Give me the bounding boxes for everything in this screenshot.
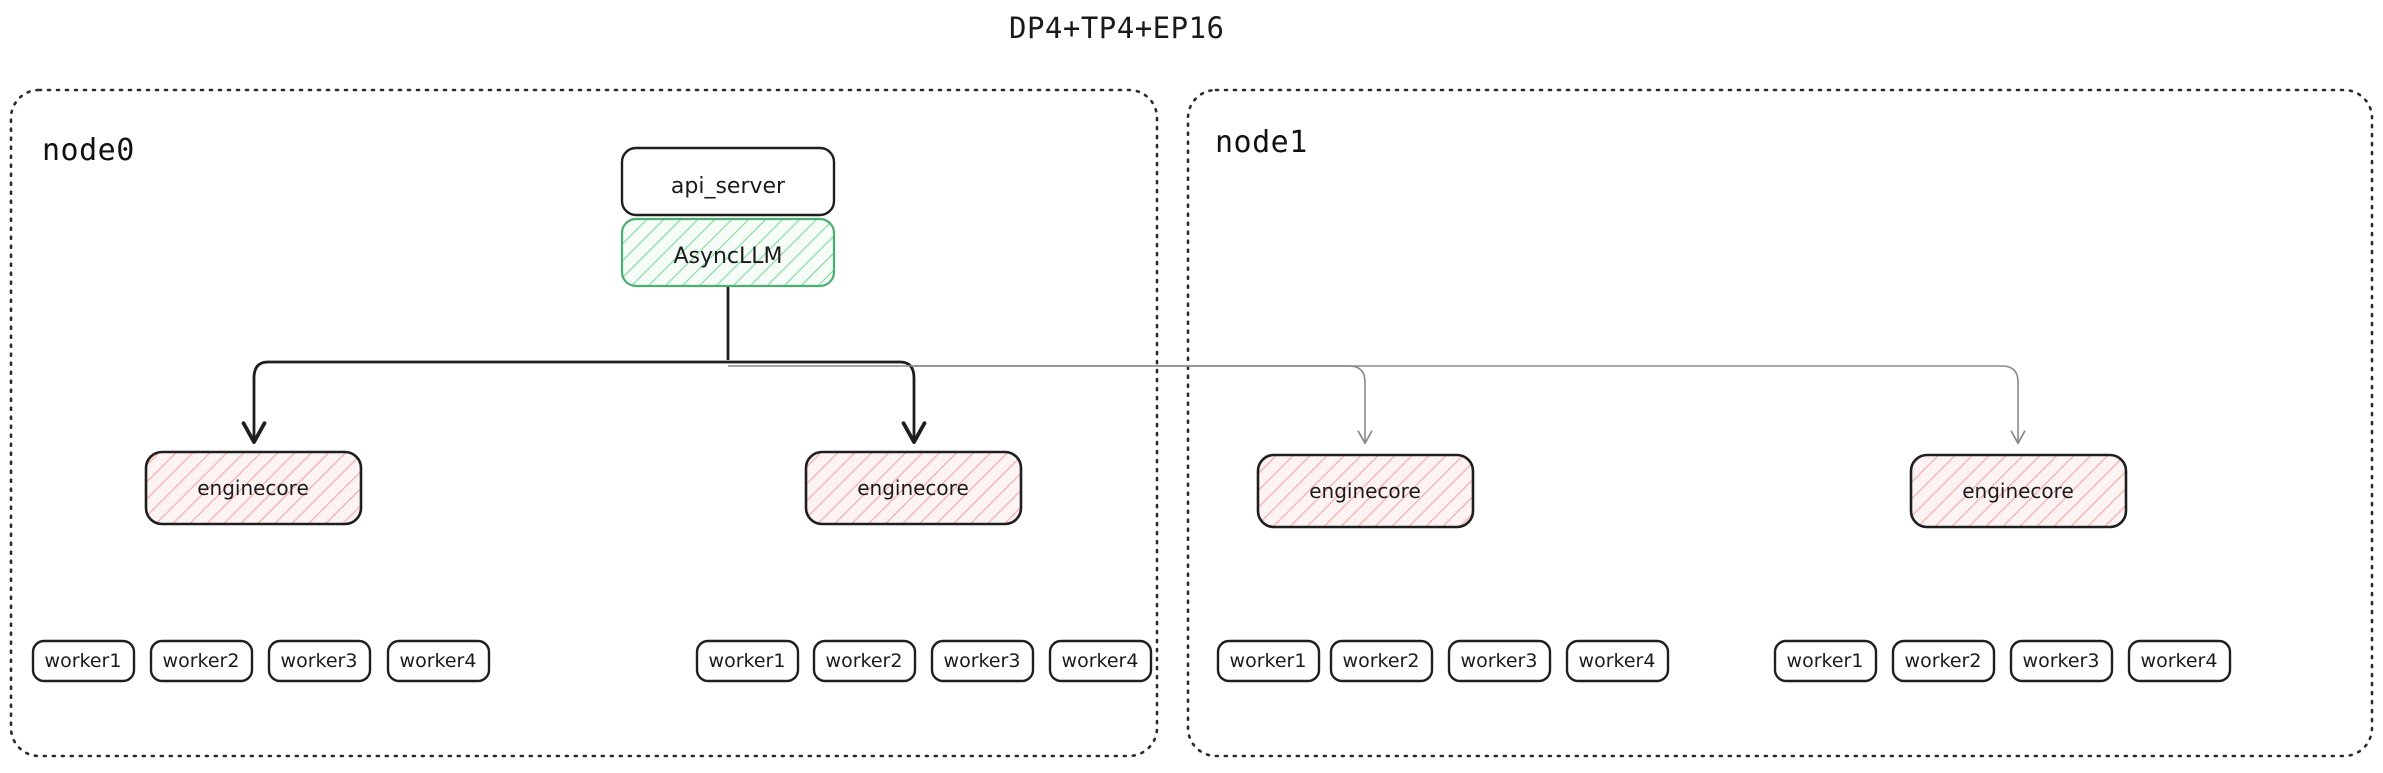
enginecore-box-node0-2[interactable] [804,450,1023,526]
enginecore-label-node0-1: enginecore [197,476,309,500]
enginecore-box-node0-1[interactable] [144,450,363,526]
connector-node1-enginecore1 [728,365,1373,445]
worker-label-n1e1-w4: worker4 [1579,650,1656,672]
worker-label-n1e2-w4: worker4 [2141,650,2218,672]
node-frame-node0 [9,88,1159,758]
api-server-label: api_server [671,174,786,199]
worker-group-node1-1: worker1 worker2 worker3 worker4 [1216,639,1670,683]
node-label-node1: node1 [1215,125,1308,160]
worker-label-n0e1-w2: worker2 [163,650,240,672]
worker-group-node1-2: worker1 worker2 worker3 worker4 [1773,639,2232,683]
enginecore-box-node1-2[interactable] [1909,453,2128,529]
worker-group-node0-2: worker1 worker2 worker3 worker4 [695,639,1153,683]
worker-label-n1e2-w1: worker1 [1787,650,1864,672]
connector-node0-enginecore1 [241,360,728,444]
worker-box-n0e1-w2[interactable] [149,639,254,683]
worker-box-n1e1-w1[interactable] [1216,639,1321,683]
api-server-box[interactable] [620,146,836,217]
diagram-title: DP4+TP4+EP16 [1009,11,1225,45]
worker-box-n0e1-w3[interactable] [267,639,372,683]
worker-label-n0e2-w1: worker1 [709,650,786,672]
worker-label-n0e2-w2: worker2 [826,650,903,672]
worker-label-n0e2-w3: worker3 [944,650,1021,672]
worker-box-n1e1-w3[interactable] [1447,639,1552,683]
node-label-node0: node0 [42,133,135,168]
async-llm-label: AsyncLLM [673,244,782,269]
worker-label-n1e1-w3: worker3 [1461,650,1538,672]
worker-box-n1e2-w1[interactable] [1773,639,1878,683]
worker-box-n1e2-w4[interactable] [2127,639,2232,683]
worker-box-n1e1-w2[interactable] [1329,639,1434,683]
worker-box-n1e2-w3[interactable] [2009,639,2114,683]
worker-box-n1e1-w4[interactable] [1565,639,1670,683]
worker-label-n0e2-w4: worker4 [1062,650,1139,672]
enginecore-label-node0-2: enginecore [857,476,969,500]
worker-box-n1e2-w2[interactable] [1891,639,1996,683]
worker-label-n1e2-w3: worker3 [2023,650,2100,672]
enginecore-label-node1-1: enginecore [1309,479,1421,503]
worker-label-n0e1-w1: worker1 [45,650,122,672]
worker-box-n0e1-w1[interactable] [31,639,136,683]
worker-box-n0e2-w2[interactable] [812,639,917,683]
node-frame-node1 [1186,88,2374,758]
connector-node1-enginecore2 [914,365,2026,445]
worker-label-n0e1-w4: worker4 [400,650,477,672]
worker-label-n1e1-w1: worker1 [1230,650,1307,672]
worker-label-n1e1-w2: worker2 [1343,650,1420,672]
worker-box-n0e2-w1[interactable] [695,639,800,683]
worker-box-n0e1-w4[interactable] [386,639,491,683]
worker-box-n0e2-w3[interactable] [930,639,1035,683]
async-llm-box[interactable] [620,217,836,288]
worker-group-node0-1: worker1 worker2 worker3 worker4 [31,639,491,683]
worker-label-n0e1-w3: worker3 [281,650,358,672]
enginecore-label-node1-2: enginecore [1962,479,2074,503]
worker-box-n0e2-w4[interactable] [1048,639,1153,683]
enginecore-box-node1-1[interactable] [1256,453,1475,529]
connector-node0-enginecore2 [728,360,927,444]
worker-label-n1e2-w2: worker2 [1905,650,1982,672]
